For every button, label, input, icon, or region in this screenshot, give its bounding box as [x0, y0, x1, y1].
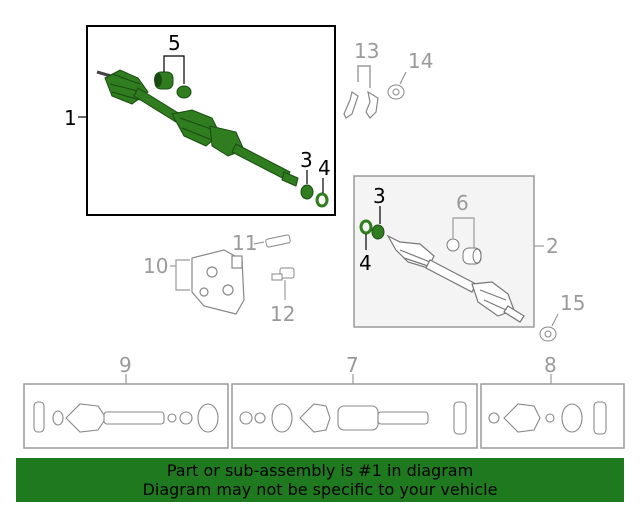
bearing-5b[interactable] — [176, 85, 192, 99]
callout-8: 8 — [544, 353, 557, 377]
seal-3-box1[interactable] — [300, 184, 314, 200]
callout-3-box2: 3 — [373, 184, 386, 208]
notice-line-2: Diagram may not be specific to your vehi… — [142, 480, 498, 499]
leaders-10 — [170, 259, 190, 291]
callout-12: 12 — [270, 302, 295, 326]
bolt-12[interactable] — [271, 267, 295, 300]
callout-4-box2: 4 — [359, 251, 372, 275]
callout-4-box1: 4 — [318, 156, 331, 180]
callout-1: 1 — [64, 106, 77, 130]
bearing-5a[interactable] — [154, 71, 174, 90]
bearing-6b[interactable] — [462, 247, 482, 265]
callout-7: 7 — [346, 353, 359, 377]
nut-15[interactable] — [539, 313, 559, 342]
clip-13[interactable] — [343, 65, 379, 119]
kit-7-parts[interactable] — [239, 401, 467, 435]
callout-9: 9 — [119, 353, 132, 377]
ring-4-box2[interactable] — [359, 219, 373, 235]
callout-10: 10 — [143, 254, 168, 278]
leaders-box2-grey — [452, 217, 544, 248]
nut-14[interactable] — [387, 71, 407, 100]
callout-5: 5 — [168, 31, 181, 55]
callout-15: 15 — [560, 291, 585, 315]
leaders-kits — [125, 374, 552, 384]
kit-9-parts[interactable] — [33, 401, 219, 433]
leaders-box2-black — [365, 206, 381, 250]
seal-3-box2[interactable] — [371, 224, 385, 240]
callout-11: 11 — [232, 231, 257, 255]
callout-14: 14 — [408, 49, 433, 73]
kit-8-parts[interactable] — [488, 401, 607, 435]
callout-2: 2 — [546, 234, 559, 258]
bolt-11[interactable] — [253, 234, 291, 248]
leaders-box1 — [78, 55, 324, 193]
callout-13: 13 — [354, 39, 379, 63]
axle-shaft-1[interactable] — [96, 69, 299, 187]
callout-6: 6 — [456, 191, 469, 215]
callout-3-box1: 3 — [300, 148, 313, 172]
notice-line-1: Part or sub-assembly is #1 in diagram — [166, 461, 474, 480]
bracket-10[interactable] — [191, 249, 245, 315]
axle-shaft-2[interactable] — [386, 234, 525, 323]
notice-banner: Part or sub-assembly is #1 in diagram Di… — [16, 458, 624, 502]
bearing-6a[interactable] — [446, 238, 460, 252]
ring-4-box1[interactable] — [315, 192, 329, 208]
